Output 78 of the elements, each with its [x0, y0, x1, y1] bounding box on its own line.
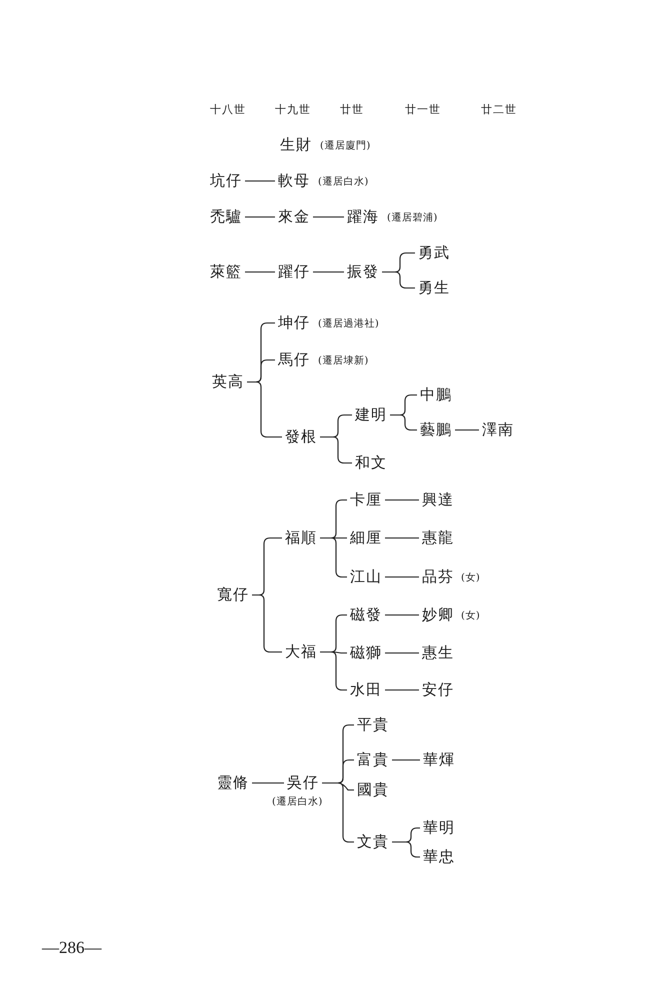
person-name: 躍海 [344, 208, 382, 226]
person-name: 來金 [275, 208, 313, 226]
connector-line [245, 271, 275, 273]
connector-line [313, 216, 344, 218]
annotation-text: (遷居廈門) [320, 140, 371, 152]
generation-heading: 廿一世 [405, 103, 441, 117]
person-name: 興達 [419, 490, 457, 510]
person-name: 藝鵬 [417, 420, 455, 440]
brace-line [390, 414, 417, 431]
person-name: 勇武 [415, 244, 453, 262]
person-name: 華忠 [420, 848, 458, 866]
generation-heading: 廿二世 [481, 103, 517, 117]
person-name: 中鵬 [417, 386, 455, 404]
person-name: 富貴 [354, 750, 392, 770]
person-name: 磁發 [347, 606, 385, 624]
person-name: 平貴 [354, 716, 392, 734]
person-name: 福順 [282, 528, 320, 548]
person-name: 惠生 [419, 644, 457, 662]
annotation-text: (女) [461, 610, 480, 622]
person-name: 品芬 [419, 568, 457, 586]
connector-line [245, 180, 275, 182]
brace-line [382, 271, 415, 289]
person-name: 寬仔 [214, 586, 252, 604]
connector-line [245, 216, 275, 218]
person-name: 躍仔 [275, 262, 313, 282]
person-name: 靈脩 [214, 774, 252, 792]
connector-line [385, 614, 419, 616]
connector-line [385, 576, 419, 578]
generation-heading: 十九世 [275, 103, 311, 117]
person-name: 華煇 [420, 750, 458, 770]
annotation-text: (遷居碧浦) [387, 212, 438, 224]
person-name: 和文 [352, 454, 390, 472]
person-name: 勇生 [415, 278, 453, 298]
person-name: 禿驢 [207, 208, 245, 226]
person-name: 軟母 [275, 172, 313, 190]
person-name: 振發 [344, 262, 382, 282]
person-name: 國貴 [354, 780, 392, 800]
generation-heading: 十八世 [210, 103, 246, 117]
person-name: 萊籃 [207, 262, 245, 282]
person-name: 建明 [352, 406, 390, 424]
page-number: —286— [42, 938, 102, 958]
person-name: 江山 [347, 568, 385, 586]
person-name: 磁獅 [347, 644, 385, 662]
connector-line [385, 689, 419, 691]
brace-line [252, 594, 282, 653]
person-name: 華明 [420, 818, 458, 838]
annotation-text: (遷居過港社) [318, 318, 380, 330]
connector-line [455, 429, 479, 431]
brace-line [320, 436, 352, 464]
connector-line [313, 271, 344, 273]
person-name: 妙卿 [419, 606, 457, 624]
person-name: 水田 [347, 680, 385, 700]
person-name: 細厘 [347, 528, 385, 548]
person-name: 坤仔 [275, 314, 313, 332]
annotation-text: (遷居埭新) [318, 354, 369, 368]
person-name: 澤南 [479, 420, 517, 440]
connector-line [252, 782, 284, 784]
person-name: 大福 [282, 642, 320, 662]
person-name: 惠龍 [419, 528, 457, 548]
brace-line [392, 841, 420, 858]
connector-line [385, 537, 419, 539]
person-name: 發根 [282, 428, 320, 446]
person-name: 馬仔 [275, 350, 313, 370]
annotation-text: (遷居白水) [318, 176, 369, 188]
person-name: 吳仔 [284, 774, 322, 792]
person-name: 卡厘 [347, 490, 385, 510]
person-name: 文貴 [354, 832, 392, 852]
person-name: 英高 [209, 372, 247, 392]
person-name: 坑仔 [207, 172, 245, 190]
connector-line [385, 652, 419, 654]
connector-line [385, 499, 419, 501]
annotation-text: (遷居白水) [272, 796, 323, 808]
brace-line [247, 381, 282, 438]
generation-heading: 廿世 [340, 103, 364, 117]
person-name: 生財 [277, 136, 315, 154]
connector-line [392, 759, 420, 761]
person-name: 安仔 [419, 680, 457, 700]
annotation-text: (女) [461, 572, 480, 584]
